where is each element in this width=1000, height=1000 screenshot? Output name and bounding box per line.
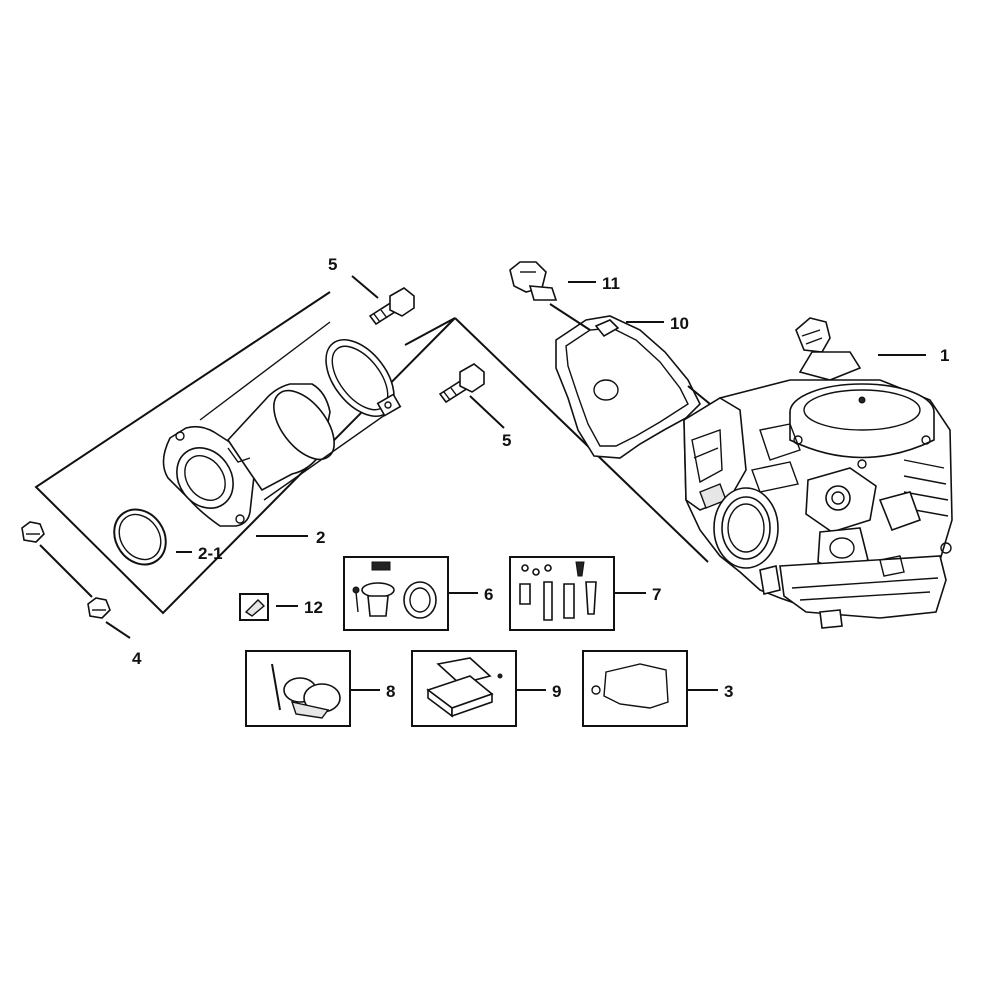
callout-5-top: 5 xyxy=(328,255,337,274)
callout-4: 4 xyxy=(132,649,142,668)
kit-box-9 xyxy=(411,650,517,727)
callout-5-mid: 5 xyxy=(502,431,511,450)
callout-3: 3 xyxy=(724,682,733,701)
kit-box-8 xyxy=(245,650,351,727)
kit-box-3 xyxy=(582,650,688,727)
callout-2: 2 xyxy=(316,528,325,547)
callout-12: 12 xyxy=(304,598,323,617)
intake-pipe-drawing xyxy=(162,321,393,527)
callout-7: 7 xyxy=(652,585,661,604)
callout-2-1: 2-1 xyxy=(198,544,223,563)
callout-11: 11 xyxy=(602,274,620,293)
kit-box-7 xyxy=(509,556,615,631)
bolt-11-drawing xyxy=(509,261,558,301)
bolt-top-drawing xyxy=(368,287,415,326)
nut-upper-drawing xyxy=(21,521,45,543)
kit-box-6 xyxy=(343,556,449,631)
nut-guide-line xyxy=(39,544,93,598)
bolt-mid-drawing xyxy=(438,363,485,404)
bolt-11-guide-line xyxy=(549,303,591,331)
callout-9: 9 xyxy=(552,682,561,701)
nut-lower-drawing xyxy=(87,597,111,619)
o-ring-drawing xyxy=(113,508,167,566)
carburetor-cover-drawing xyxy=(555,315,701,459)
callout-10: 10 xyxy=(670,314,689,333)
callout-8: 8 xyxy=(386,682,395,701)
leader-lines xyxy=(176,275,926,691)
carburetor-drawing xyxy=(683,317,953,629)
hose-clamp-drawing xyxy=(325,339,402,417)
callout-1: 1 xyxy=(940,346,949,365)
callout-6: 6 xyxy=(484,585,493,604)
kit-box-12 xyxy=(239,593,269,621)
callout-4-leader xyxy=(105,621,131,639)
cover-to-carb-line xyxy=(687,385,711,405)
intake-group-frame xyxy=(34,291,709,615)
